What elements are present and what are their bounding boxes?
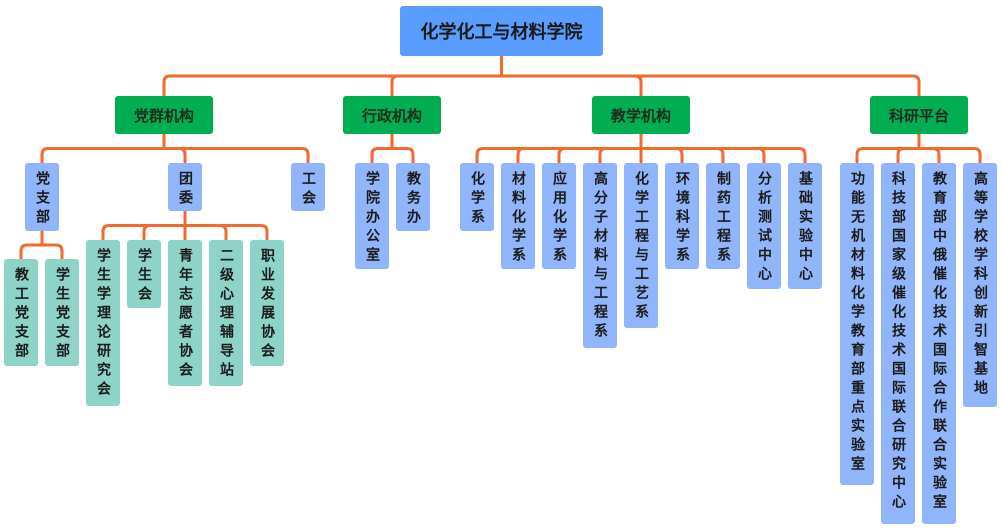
node-career-dev-assoc[interactable]: 职业发展协会: [250, 240, 284, 366]
node-label: 环境科学系: [674, 171, 690, 266]
node-label: 分析测试中心: [756, 171, 772, 285]
node-psych-counseling-station[interactable]: 二级心理辅导站: [209, 240, 243, 386]
node-label: 制药工程系: [715, 171, 731, 266]
node-labor-union[interactable]: 工会: [291, 163, 325, 211]
node-student-union[interactable]: 学生会: [127, 240, 161, 308]
node-label: 党支部: [34, 171, 50, 228]
node-dept-applied-chemistry[interactable]: 应用化学系: [542, 163, 576, 269]
node-dept-polymer-materials[interactable]: 高分子材料与工程系: [583, 163, 617, 348]
youth-league-connector-branch: [142, 224, 187, 242]
node-label: 科技部国家级催化技术国际联合研究中心: [890, 171, 906, 513]
node-label: 职业发展协会: [259, 248, 275, 362]
branch-administrative-org[interactable]: 行政机构: [343, 96, 441, 134]
branch-label: 教学机构: [610, 106, 671, 125]
node-moe-key-lab-inorganic[interactable]: 功能无机材料化学教育部重点实验室: [840, 163, 874, 485]
admin-connector-branch: [370, 147, 394, 165]
root-connector-branch: [390, 74, 503, 98]
node-innovation-talent-base[interactable]: 高等学校学科创新引智基地: [963, 163, 997, 407]
admin-connector-branch: [390, 147, 415, 165]
teaching-connector-branch: [639, 147, 766, 165]
node-label: 青年志愿者协会: [177, 248, 193, 381]
branch-teaching-org[interactable]: 教学机构: [592, 96, 690, 134]
branch-party-mass-org[interactable]: 党群机构: [115, 96, 213, 134]
teaching-connector-branch: [598, 147, 643, 165]
node-most-intl-catalysis-center[interactable]: 科技部国家级催化技术国际联合研究中心: [881, 163, 915, 524]
node-dept-chemistry[interactable]: 化学系: [460, 163, 494, 231]
party-branch-connector-branch: [19, 243, 44, 261]
root-node[interactable]: 化学化工与材料学院: [400, 6, 603, 56]
branch-label: 行政机构: [361, 106, 422, 125]
node-dept-materials-chemistry[interactable]: 材料化学系: [501, 163, 535, 269]
node-label: 工会: [300, 171, 316, 209]
research-connector-branch: [855, 147, 921, 165]
node-youth-volunteer-assoc[interactable]: 青年志愿者协会: [168, 240, 202, 386]
node-party-branch[interactable]: 党支部: [25, 163, 59, 231]
teaching-connector-branch: [475, 147, 643, 165]
node-label: 学生学理论研究会: [95, 248, 111, 400]
node-label: 团委: [177, 171, 193, 209]
root-connector-branch: [162, 74, 503, 98]
node-dept-chem-engineering[interactable]: 化学工程与工艺系: [624, 163, 658, 328]
branch-label: 党群机构: [133, 106, 194, 125]
node-dept-environmental-science[interactable]: 环境科学系: [665, 163, 699, 269]
party-connector-branch: [40, 147, 166, 165]
node-label: 教育部中俄催化技术国际合作联合实验室: [931, 171, 947, 513]
node-student-theory-society[interactable]: 学生学理论研究会: [86, 240, 120, 406]
branch-research-platform[interactable]: 科研平台: [870, 96, 968, 134]
teaching-connector-branch: [639, 147, 807, 165]
teaching-connector-branch: [639, 147, 725, 165]
node-college-office[interactable]: 学院办公室: [355, 163, 389, 269]
node-staff-party-branch[interactable]: 教工党支部: [4, 259, 38, 366]
youth-league-connector-branch: [183, 224, 269, 242]
party-connector-branch: [162, 147, 310, 165]
youth-league-connector-branch: [101, 224, 187, 242]
node-label: 学生会: [136, 248, 152, 305]
node-label: 功能无机材料化学教育部重点实验室: [849, 171, 865, 475]
node-label: 材料化学系: [510, 171, 526, 266]
teaching-connector-branch: [557, 147, 643, 165]
research-connector-branch: [917, 147, 982, 165]
node-label: 学生党支部: [54, 267, 70, 362]
node-label: 应用化学系: [551, 171, 567, 266]
node-label: 高分子材料与工程系: [592, 171, 608, 342]
node-academic-affairs-office[interactable]: 教务办: [396, 163, 430, 231]
node-label: 高等学校学科创新引智基地: [972, 171, 988, 399]
branch-label: 科研平台: [888, 106, 949, 125]
root-label: 化学化工与材料学院: [420, 22, 583, 43]
node-label: 教工党支部: [13, 267, 29, 362]
root-connector-branch: [500, 74, 643, 98]
node-label: 二级心理辅导站: [218, 248, 234, 381]
research-connector-branch: [896, 147, 921, 165]
node-label: 化学工程与工艺系: [633, 171, 649, 323]
node-label: 化学系: [469, 171, 485, 228]
node-label: 基础实验中心: [797, 171, 813, 285]
root-connector-branch: [500, 74, 921, 98]
node-moe-sino-russian-catalysis-lab[interactable]: 教育部中俄催化技术国际合作联合实验室: [922, 163, 956, 524]
research-connector-branch: [917, 147, 941, 165]
node-youth-league[interactable]: 团委: [168, 163, 202, 211]
node-label: 学院办公室: [364, 171, 380, 266]
node-basic-experiment-center[interactable]: 基础实验中心: [788, 163, 822, 289]
node-analysis-testing-center[interactable]: 分析测试中心: [747, 163, 781, 289]
youth-league-connector-branch: [183, 224, 228, 242]
node-dept-pharmaceutical-engineering[interactable]: 制药工程系: [706, 163, 740, 269]
teaching-connector-branch: [639, 147, 684, 165]
node-label: 教务办: [405, 171, 421, 228]
node-student-party-branch[interactable]: 学生党支部: [45, 259, 79, 366]
party-branch-connector-branch: [40, 243, 64, 261]
party-connector-branch: [162, 147, 187, 165]
teaching-connector-branch: [516, 147, 643, 165]
